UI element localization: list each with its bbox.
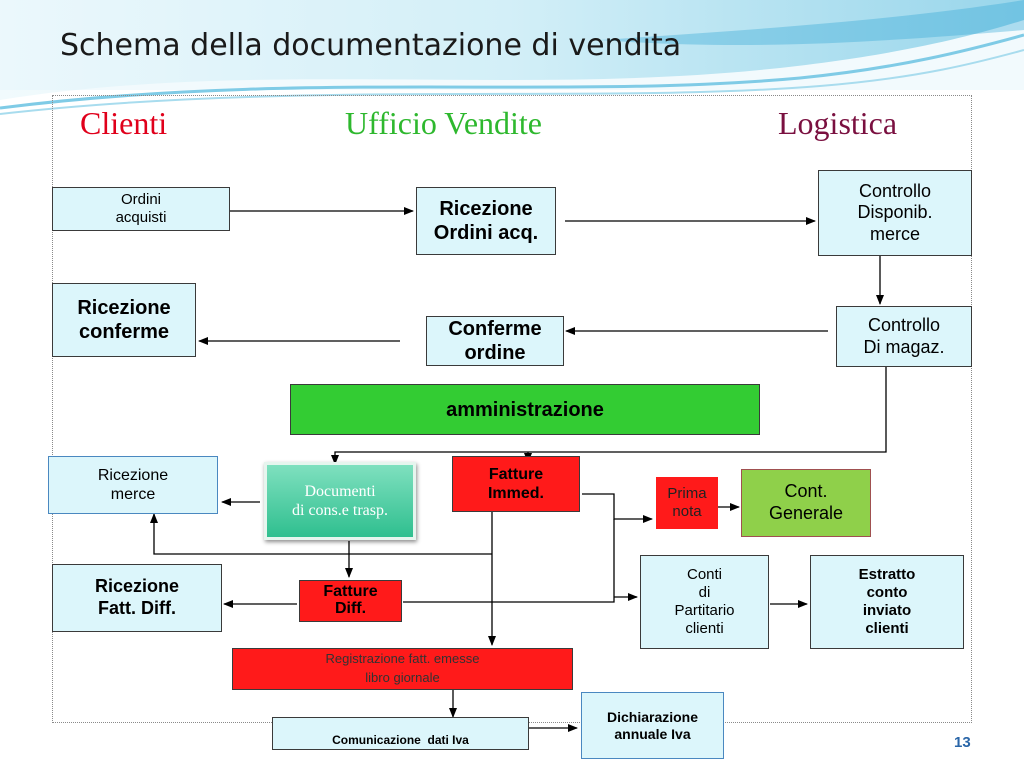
column-header-logistica: Logistica xyxy=(778,105,898,141)
box-registrazione-line1: Registrazione fatt. emesse xyxy=(325,651,480,667)
box-dichiarazione-line1: Dichiarazione xyxy=(606,708,699,725)
box-estratto-conto-line3: inviato xyxy=(862,602,912,619)
box-ricezione-ordini-line1: Ricezione xyxy=(439,198,533,220)
box-controllo-disponib: Controllo Disponib. merce xyxy=(818,170,972,256)
box-ricezione-conferme-line1: Ricezione xyxy=(77,297,171,319)
box-conti-partitario: Conti di Partitario clienti xyxy=(640,555,769,649)
box-controllo-disponib-line1: Controllo xyxy=(858,180,932,201)
box-conti-partitario-line1: Conti xyxy=(686,566,723,583)
column-header-clienti: Clienti xyxy=(80,105,168,141)
box-conferme-ordine-line1: Conferme xyxy=(448,318,542,340)
box-ricezione-merce: Ricezione merce xyxy=(48,456,218,514)
box-controllo-disponib-line2: Disponib. xyxy=(857,202,933,223)
box-prima-nota-line1: Prima xyxy=(667,485,707,502)
box-conferme-ordine: Conferme ordine xyxy=(426,316,564,366)
box-documenti-line1: Documenti xyxy=(304,482,376,500)
box-estratto-conto: Estratto conto inviato clienti xyxy=(810,555,964,649)
box-controllo-magaz-line1: Controllo xyxy=(867,314,941,335)
box-documenti-consegna: Documenti di cons.e trasp. xyxy=(264,462,416,540)
box-cont-generale-line1: Cont. xyxy=(784,481,828,502)
box-amministrazione: amministrazione xyxy=(290,384,760,435)
box-dichiarazione-line2: annuale Iva xyxy=(614,725,691,742)
box-registrazione-fatt: Registrazione fatt. emesse libro giornal… xyxy=(232,648,573,690)
box-estratto-conto-line2: conto xyxy=(866,584,908,601)
box-fatture-diff-line1: Fatture xyxy=(323,583,378,601)
box-fatture-diff: Fatture Diff. xyxy=(299,580,402,622)
box-fatture-diff-line2: Diff. xyxy=(334,600,367,617)
box-ricezione-fatt-diff: Ricezione Fatt. Diff. xyxy=(52,564,222,632)
box-ricezione-ordini-line2: Ordini acq. xyxy=(433,222,539,244)
box-fatture-immed-line2: Immed. xyxy=(487,485,544,502)
column-header-ufficio-vendite: Ufficio Vendite xyxy=(345,105,542,141)
box-ordini-acquisti-line2: acquisti xyxy=(115,209,167,226)
box-amministrazione-label: amministrazione xyxy=(446,398,604,421)
box-cont-generale: Cont. Generale xyxy=(741,469,871,537)
box-comunicazione-label: Comunicazione dati Iva xyxy=(332,732,469,747)
box-ordini-acquisti-line1: Ordini xyxy=(120,191,161,208)
box-comunicazione-iva: Comunicazione dati Iva xyxy=(272,717,529,750)
box-conti-partitario-line3: Partitario xyxy=(674,602,735,619)
page-number: 13 xyxy=(954,734,971,751)
box-ordini-acquisti: Ordini acquisti xyxy=(52,187,230,231)
box-fatture-immed: Fatture Immed. xyxy=(452,456,580,512)
box-registrazione-line2: libro giornale xyxy=(365,670,440,685)
box-estratto-conto-line4: clienti xyxy=(865,620,909,637)
box-ricezione-merce-line1: Ricezione xyxy=(97,466,169,484)
box-ricezione-ordini: Ricezione Ordini acq. xyxy=(416,187,556,255)
box-conferme-ordine-line2: ordine xyxy=(464,342,526,364)
box-controllo-magaz: Controllo Di magaz. xyxy=(836,306,972,367)
box-controllo-disponib-line3: merce xyxy=(869,223,920,244)
box-ricezione-fatt-diff-line2: Fatt. Diff. xyxy=(98,598,176,618)
box-ricezione-fatt-diff-line1: Ricezione xyxy=(94,576,180,597)
box-conti-partitario-line4: clienti xyxy=(685,620,724,637)
box-ricezione-conferme: Ricezione conferme xyxy=(52,283,196,357)
box-controllo-magaz-line2: Di magaz. xyxy=(863,336,945,357)
box-dichiarazione-iva: Dichiarazione annuale Iva xyxy=(581,692,724,759)
header-wave-decoration xyxy=(0,0,1024,115)
box-fatture-immed-line1: Fatture xyxy=(488,465,544,483)
box-prima-nota-line2: nota xyxy=(672,503,702,520)
box-estratto-conto-line1: Estratto xyxy=(858,566,916,583)
box-documenti-line2: di cons.e trasp. xyxy=(292,502,388,519)
slide-title: Schema della documentazione di vendita xyxy=(60,28,682,63)
box-prima-nota: Prima nota xyxy=(656,477,718,529)
box-ricezione-merce-line2: merce xyxy=(110,486,156,503)
box-cont-generale-line2: Generale xyxy=(768,503,844,523)
box-ricezione-conferme-line2: conferme xyxy=(78,321,170,343)
box-conti-partitario-line2: di xyxy=(698,584,711,601)
